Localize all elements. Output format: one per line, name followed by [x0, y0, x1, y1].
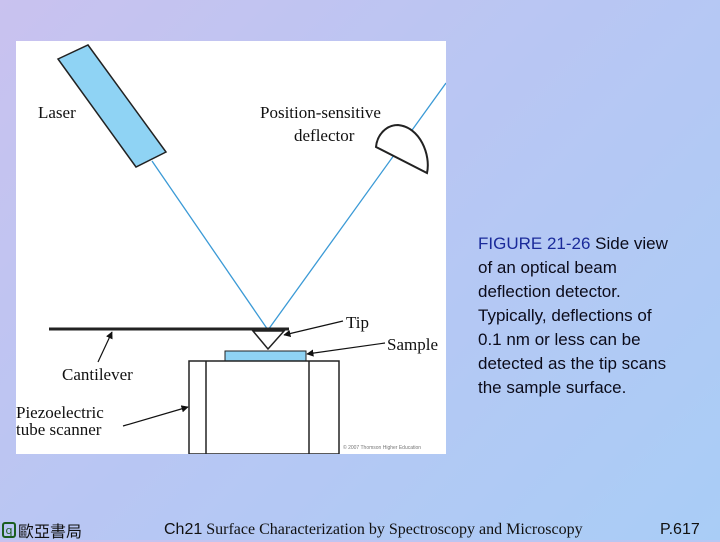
chapter-title: Surface Characterization by Spectroscopy… [202, 521, 583, 538]
caption-text: Side view of an optical beam deflection … [478, 234, 668, 397]
scanner-label-line1: Piezoelectric [16, 403, 104, 422]
publisher-logo-area: q 歐亞書局 [2, 519, 82, 541]
publisher-logo-icon: q [2, 522, 16, 538]
figure-number: FIGURE 21-26 [478, 234, 591, 253]
laser-label: Laser [38, 103, 76, 122]
chapter-footer: Ch21 Surface Characterization by Spectro… [164, 521, 583, 539]
detector-shape [374, 123, 429, 175]
detector-label-line1: Position-sensitive [260, 103, 381, 122]
sample-pointer [306, 342, 386, 357]
sample-rect [224, 350, 307, 362]
chapter-number: Ch21 [164, 521, 203, 538]
page-number: P.617 [660, 521, 700, 538]
copyright-text: © 2007 Thomson Higher Education [343, 444, 421, 451]
laser-body [56, 44, 168, 168]
reflected-beam [267, 82, 446, 331]
scanner-pointer [122, 405, 189, 427]
tip-label: Tip [346, 313, 369, 332]
sample-label: Sample [387, 335, 438, 354]
afm-diagram: Laser Position-sensitive deflector Tip S… [16, 41, 446, 454]
tip-shape [251, 330, 286, 351]
tip-pointer [283, 320, 344, 338]
scanner-label-line2: tube scanner [16, 420, 102, 439]
detector-label-line2: deflector [294, 126, 355, 145]
scanner-tube [188, 360, 340, 454]
afm-diagram-svg: Laser Position-sensitive deflector Tip S… [16, 44, 446, 454]
cantilever-label: Cantilever [62, 365, 133, 384]
cantilever-pointer [97, 331, 113, 363]
figure-caption: FIGURE 21-26 Side view of an optical bea… [478, 232, 678, 400]
publisher-name: 歐亞書局 [18, 522, 83, 541]
incident-beam [151, 160, 269, 331]
